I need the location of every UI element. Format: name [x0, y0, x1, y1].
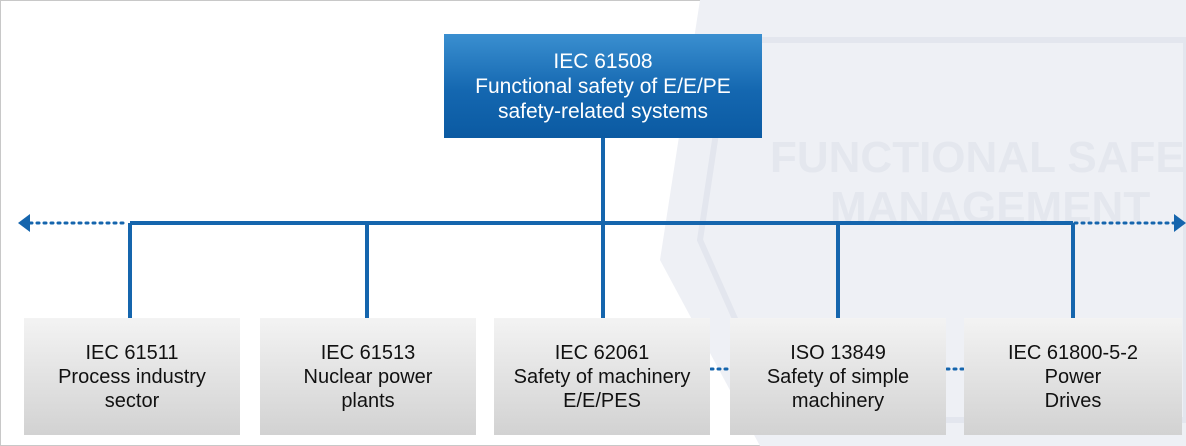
child-5-line-2: Power [1044, 365, 1102, 388]
left-arrow-icon [18, 214, 30, 232]
top-box-line-2: Functional safety of E/E/PE [475, 74, 731, 98]
iso-13849-box: ISO 13849 Safety of simple machinery [730, 318, 946, 435]
top-box-line-1: IEC 61508 [553, 49, 653, 73]
child-5-line-1: IEC 61800-5-2 [1007, 341, 1139, 364]
iec-61511-box: IEC 61511 Process industry sector [24, 318, 240, 435]
child-4-line-1: ISO 13849 [790, 341, 886, 364]
child-1-line-3: sector [104, 389, 160, 412]
child-5-line-3: Drives [1044, 389, 1102, 412]
child-2-line-3: plants [341, 389, 395, 412]
child-4-line-2: Safety of simple [766, 365, 910, 388]
child-3-line-1: IEC 62061 [554, 341, 650, 364]
iec-61508-box: IEC 61508 Functional safety of E/E/PE sa… [444, 34, 762, 138]
iec-61513-box: IEC 61513 Nuclear power plants [260, 318, 476, 435]
child-3-line-3: E/E/PES [563, 389, 641, 412]
top-box-line-3: safety-related systems [497, 99, 709, 123]
child-4-line-3: machinery [791, 389, 885, 412]
child-2-line-2: Nuclear power [303, 365, 433, 388]
right-arrow-icon [1174, 214, 1186, 232]
child-1-line-2: Process industry [58, 365, 206, 388]
child-3-line-2: Safety of machinery [513, 365, 691, 388]
child-2-line-1: IEC 61513 [320, 341, 416, 364]
child-1-line-1: IEC 61511 [85, 341, 179, 364]
iec-61800-5-2-box: IEC 61800-5-2 Power Drives [964, 318, 1182, 435]
iec-62061-box: IEC 62061 Safety of machinery E/E/PES [494, 318, 710, 435]
watermark-line-1: FUNCTIONAL SAFETY [770, 133, 1186, 182]
